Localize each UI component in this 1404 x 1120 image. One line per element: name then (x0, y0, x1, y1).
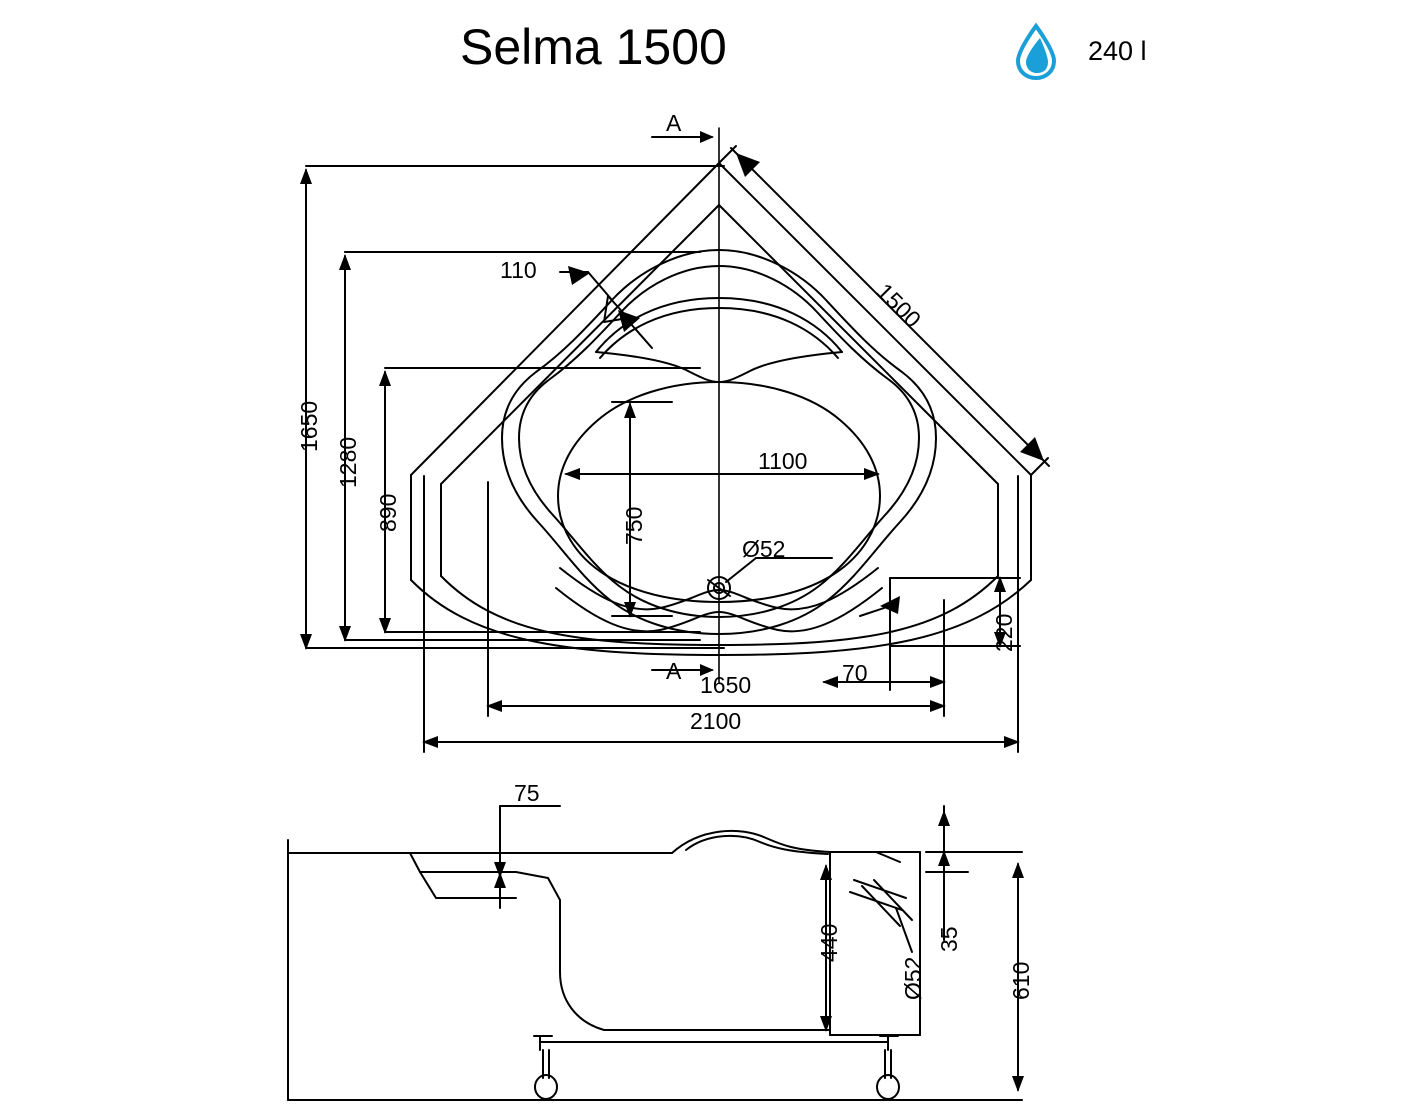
dimension-label-1280: 1280 (335, 436, 361, 488)
dimension-label-d52-side: Ø52 (900, 956, 926, 1000)
dimension-label-890: 890 (375, 493, 401, 532)
section-mark-top: A (666, 110, 682, 136)
dimension-label-75: 75 (514, 780, 540, 806)
volume-label: 240 l (1088, 36, 1147, 66)
dimension-label-1650-h: 1650 (700, 672, 752, 698)
water-drop-icon (1010, 22, 1062, 82)
page-title: Selma 1500 (460, 19, 727, 75)
dimension-label-610: 610 (1008, 961, 1034, 1000)
dimension-label-70: 70 (842, 660, 868, 686)
dimension-label-1100: 1100 (758, 448, 808, 474)
dimension-label-440: 440 (816, 923, 842, 962)
section-mark-bottom: A (666, 658, 682, 684)
dimension-label-110: 110 (500, 257, 537, 283)
dimension-label-d52-top: Ø52 (742, 536, 786, 562)
dimension-label-2100: 2100 (690, 708, 742, 734)
dimension-label-750: 750 (621, 506, 647, 545)
dimension-label-220: 220 (991, 613, 1017, 652)
dimension-label-1650-v: 1650 (296, 400, 322, 452)
dimension-label-35: 35 (936, 926, 962, 952)
